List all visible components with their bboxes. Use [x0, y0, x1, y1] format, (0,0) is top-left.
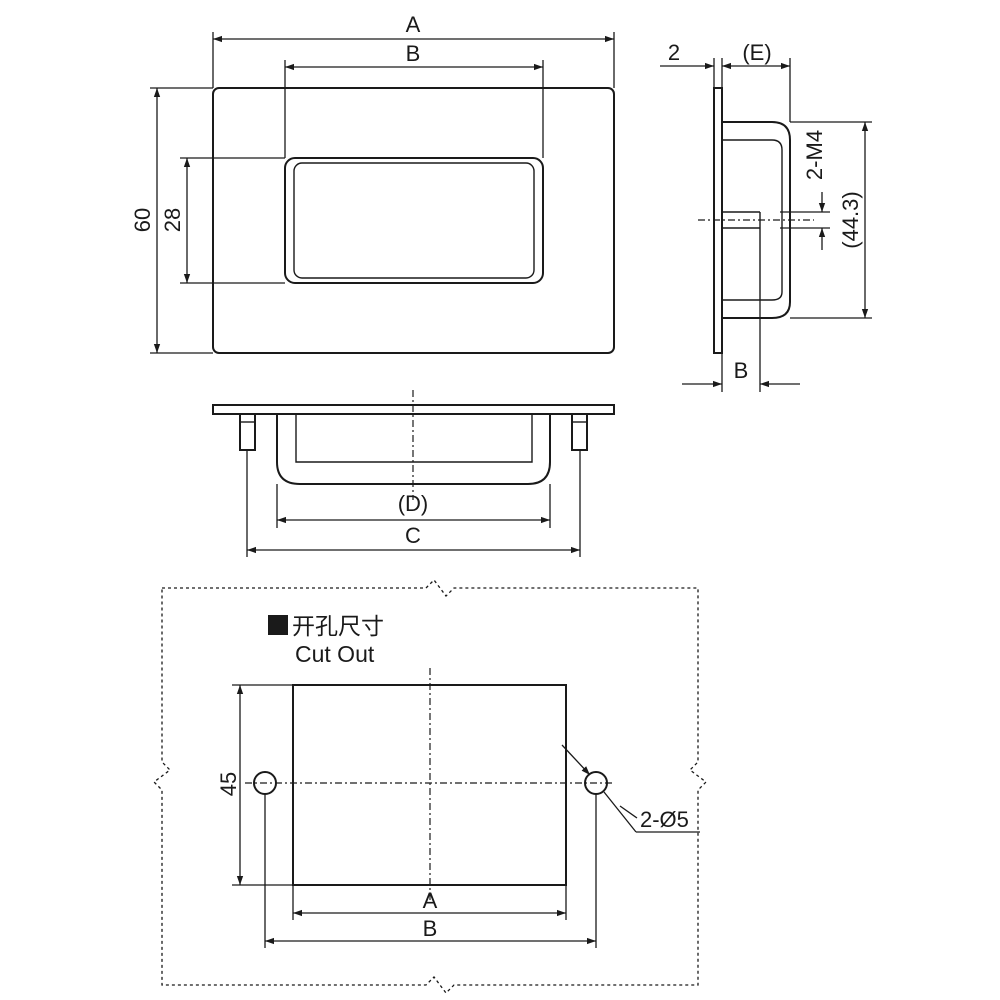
dim-label-c: C: [405, 523, 421, 548]
cutout-title-en: Cut Out: [295, 641, 375, 667]
stud-left: [239, 413, 256, 451]
hole-spec-label: 2-Ø5: [640, 807, 689, 832]
dim-label-e: (E): [742, 40, 771, 65]
flange-outline: [212, 87, 615, 354]
bottom-cup-inner: [295, 414, 533, 463]
dim-label-cutout-b: B: [423, 916, 438, 941]
front-view: A B 60 28: [130, 12, 615, 354]
title-square-icon: [268, 615, 288, 635]
dim-label-side-b: B: [734, 358, 749, 383]
dim-label-60: 60: [130, 208, 155, 232]
side-view: 2 (E) (44.3) 2-M4 B: [660, 40, 872, 392]
dim-label-d: (D): [398, 491, 429, 516]
dim-label-28: 28: [160, 208, 185, 232]
handle-recess-outer: [284, 157, 544, 284]
cutout-title-cn: 开孔尺寸: [292, 613, 384, 639]
bottom-cup-outer: [276, 414, 551, 485]
handle-recess-inner: [293, 162, 535, 279]
thread-label: 2-M4: [802, 130, 827, 180]
side-cup-inner: [722, 139, 783, 301]
dim-label-2: 2: [668, 40, 680, 65]
dim-label-45: 45: [216, 772, 241, 796]
dim-label-a: A: [406, 12, 421, 37]
panel-break-outline: [153, 579, 707, 994]
bottom-view: (D) C: [212, 390, 615, 557]
side-cup-outer: [722, 121, 791, 319]
dim-label-44-3: (44.3): [838, 191, 863, 248]
dim-label-b: B: [406, 41, 421, 66]
dim-label-cutout-a: A: [423, 888, 438, 913]
cutout-view: 开孔尺寸 Cut Out 45 A B 2-Ø5: [153, 579, 707, 994]
stud-right: [571, 413, 588, 451]
